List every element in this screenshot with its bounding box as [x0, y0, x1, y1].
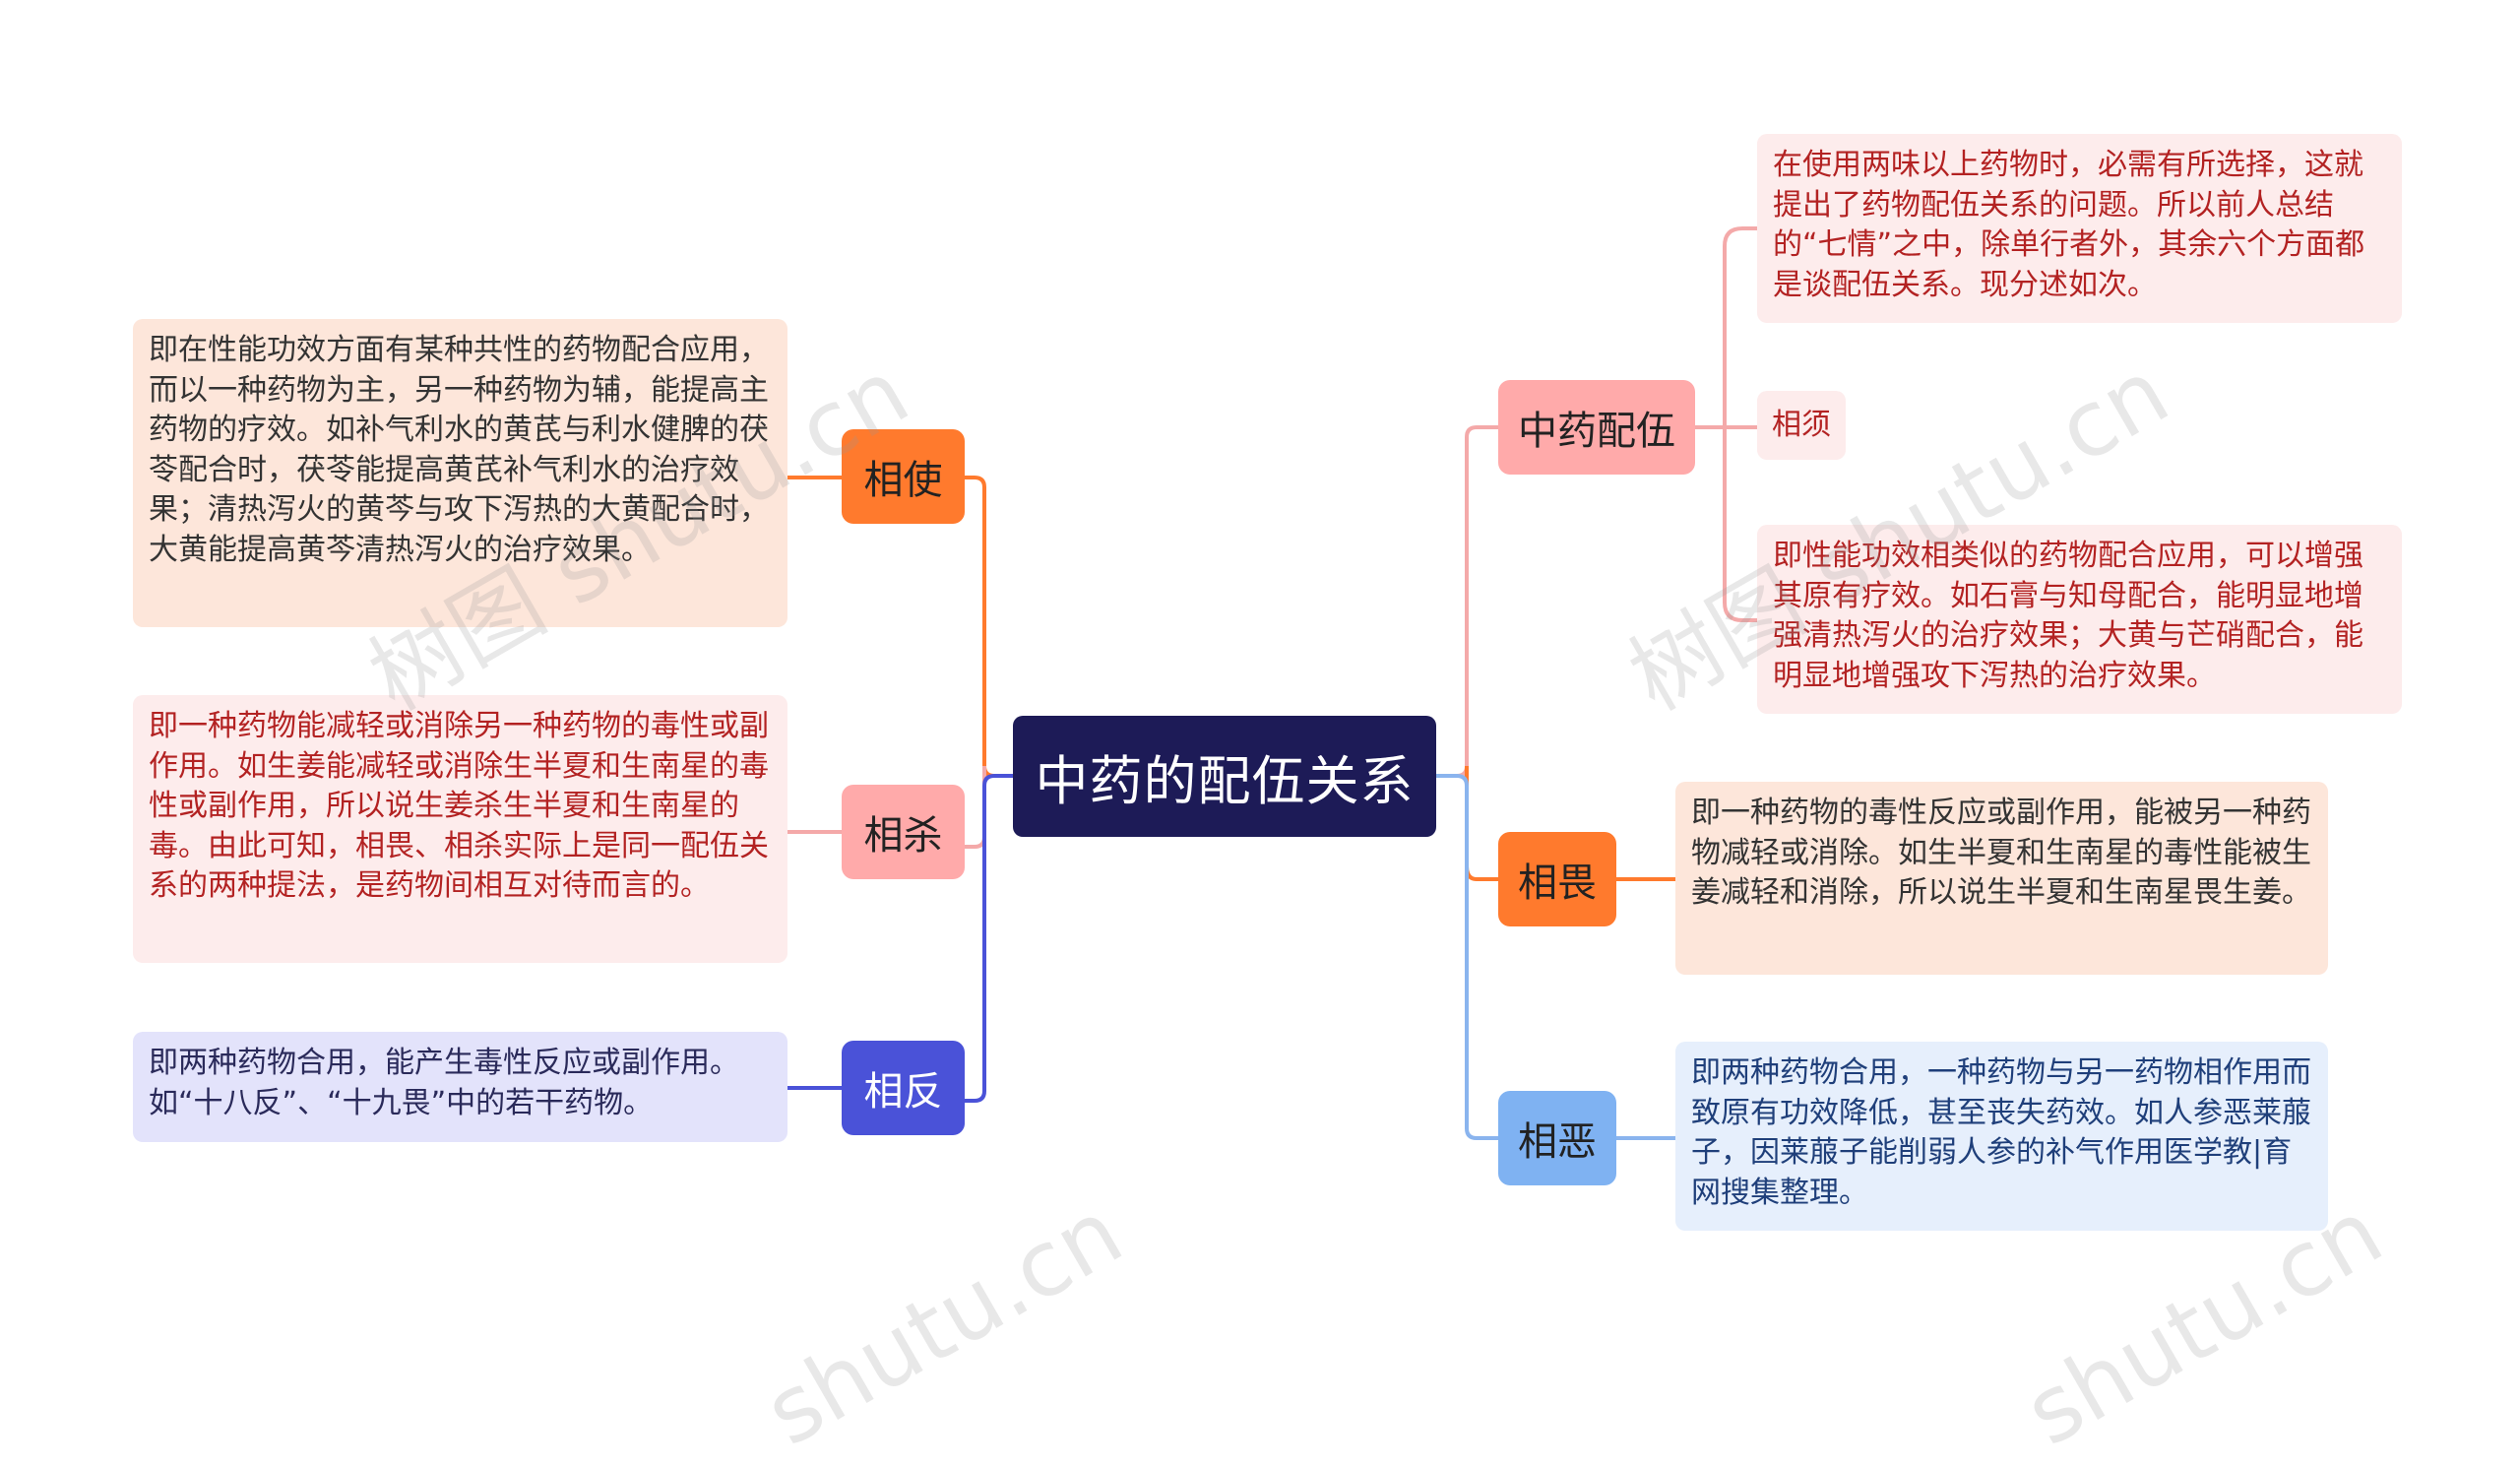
connector-lines: [788, 226, 1757, 1140]
link-xiangwu: [1436, 774, 1498, 1140]
link-peiwu: [1436, 425, 1498, 778]
central-topic[interactable]: 中药的配伍关系: [1013, 716, 1436, 837]
mindmap-canvas: 中药的配伍关系 相使 即在性能功效方面有某种共性的药物配合应用，而以一种药物为主…: [133, 134, 2402, 1466]
branch-xiangwu[interactable]: 相恶: [1498, 1091, 1616, 1185]
branch-xiangshi[interactable]: 相使: [842, 429, 965, 524]
link-peiwu-intro: [1723, 226, 1757, 427]
link-xiangfan: [965, 774, 1013, 1103]
sub-xiangxu[interactable]: 相须: [1757, 391, 1846, 460]
desc-xiangfan[interactable]: 即两种药物合用，能产生毒性反应或副作用。如“十八反”、“十九畏”中的若干药物。: [133, 1032, 788, 1142]
branch-xiangwei[interactable]: 相畏: [1498, 832, 1616, 926]
desc-xiangxu[interactable]: 即性能功效相类似的药物配合应用，可以增强其原有疗效。如石膏与知母配合，能明显地增…: [1757, 525, 2402, 714]
link-peiwu-xiangxu-desc: [1723, 427, 1757, 622]
desc-xiangwei[interactable]: 即一种药物的毒性反应或副作用，能被另一种药物减轻或消除。如生半夏和生南星的毒性能…: [1675, 782, 2328, 975]
link-xiangwei: [1465, 766, 1498, 881]
desc-xiangwu[interactable]: 即两种药物合用，一种药物与另一药物相作用而致原有功效降低，甚至丧失药效。如人参恶…: [1675, 1042, 2328, 1231]
link-xiangsha: [965, 766, 986, 849]
link-xiangshi: [965, 476, 1013, 778]
desc-xiangsha[interactable]: 即一种药物能减轻或消除另一种药物的毒性或副作用。如生姜能减轻或消除生半夏和生南星…: [133, 695, 788, 963]
desc-xiangshi[interactable]: 即在性能功效方面有某种共性的药物配合应用，而以一种药物为主，另一种药物为辅，能提…: [133, 319, 788, 627]
desc-peiwu-intro[interactable]: 在使用两味以上药物时，必需有所选择，这就提出了药物配伍关系的问题。所以前人总结的…: [1757, 134, 2402, 323]
branch-xiangsha[interactable]: 相杀: [842, 785, 965, 879]
branch-xiangfan[interactable]: 相反: [842, 1041, 965, 1135]
branch-zhongyao-peiwu[interactable]: 中药配伍: [1498, 380, 1695, 475]
